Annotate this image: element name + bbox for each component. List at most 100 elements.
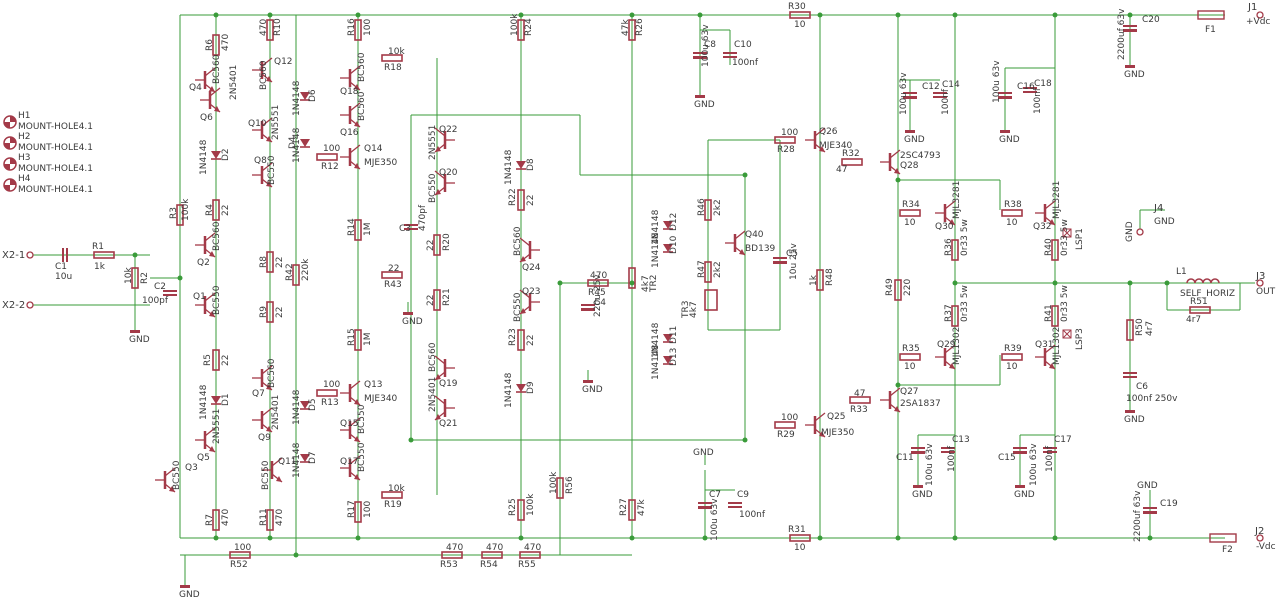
resistor-value: 0r33 5w — [960, 219, 970, 256]
connector-net: +Vdc — [1246, 17, 1270, 27]
resistor-ref: R50 — [1135, 318, 1145, 336]
resistor-r34 — [899, 209, 921, 217]
diode-d2 — [211, 151, 221, 160]
resistor-r40 — [1051, 239, 1059, 261]
ground-label: GND — [1124, 70, 1145, 80]
transistor-value: 2SC4793 — [900, 151, 941, 161]
transistor-q27 — [880, 387, 901, 413]
transistor-value: MJE340 — [819, 141, 853, 151]
mount-hole-ref: H1 — [18, 111, 31, 121]
resistor-r50 — [1126, 319, 1134, 341]
mount-hole-3 — [3, 157, 17, 171]
resistor-ref: R53 — [440, 560, 458, 570]
resistor-value: 0r33 5w — [1060, 285, 1070, 322]
resistor-r46 — [704, 199, 712, 221]
transistor-value: MJL3281 — [1052, 181, 1062, 219]
resistor-ref: R11 — [259, 508, 269, 526]
transistor-ref: Q17 — [340, 457, 359, 467]
resistor-r12 — [316, 153, 338, 161]
capacitor-ref: C2 — [154, 282, 166, 292]
diode-value: 1N4148 — [292, 442, 302, 478]
connector-ref: X2-1 — [2, 250, 25, 261]
capacitor-value: 100u 63v — [899, 72, 909, 115]
transistor-value: 2N5551 — [271, 105, 281, 140]
resistor-value: 22 — [426, 240, 436, 251]
capacitor-value: 100nf — [739, 510, 766, 520]
resistor-value: 100k — [181, 198, 191, 221]
resistor-r13 — [316, 389, 338, 397]
transistor-q4 — [195, 67, 216, 93]
resistor-ref: R29 — [777, 430, 795, 440]
resistor-ref: R5 — [203, 354, 213, 366]
resistor-value: 470 — [275, 509, 285, 526]
transistor-q14 — [340, 144, 361, 170]
resistor-value: 470 — [259, 19, 269, 36]
resistor-ref: R34 — [902, 200, 920, 210]
resistor-r6 — [212, 34, 220, 56]
transistor-ref: Q29 — [937, 340, 956, 350]
resistor-value: 0r33 5w — [960, 285, 970, 322]
transistor-q1 — [195, 292, 216, 318]
resistor-r37 — [951, 305, 959, 327]
resistor-ref: R14 — [347, 218, 357, 236]
resistor-value: 4r7 — [1145, 321, 1155, 336]
capacitor-c9 — [728, 502, 742, 508]
capacitor-value: 100nf — [732, 58, 759, 68]
resistor-ref: R33 — [850, 405, 868, 415]
resistor-value: 22 — [388, 264, 399, 274]
diode-value: 1N4148 — [651, 232, 661, 268]
transistor-ref: Q28 — [900, 161, 919, 171]
capacitor-c1 — [62, 248, 68, 262]
transistor-q15 — [340, 417, 361, 443]
transistor-q9 — [252, 407, 273, 433]
capacitor-ref: C15 — [998, 453, 1016, 463]
capacitor-c3 — [404, 224, 418, 230]
capacitor-ref: C7 — [709, 490, 721, 500]
transistor-ref: Q2 — [197, 258, 210, 268]
transistor-q20 — [434, 170, 455, 196]
resistor-value: 100 — [781, 413, 798, 423]
resistor-ref: R24 — [524, 18, 534, 36]
diode-d1 — [211, 396, 221, 405]
ground-label: GND — [693, 448, 714, 458]
resistor-r4 — [212, 199, 220, 221]
wire-net — [30, 14, 1255, 585]
resistor-value: 22 — [426, 295, 436, 306]
transistor-value: BD139 — [745, 244, 776, 254]
resistor-ref: R46 — [697, 198, 707, 216]
capacitor-c19 — [1143, 507, 1157, 514]
resistor-r1 — [93, 251, 115, 259]
transistor-value: BC560 — [513, 226, 523, 256]
capacitor-ref: C14 — [942, 80, 960, 90]
resistor-value: 470 — [486, 543, 503, 553]
connector-ref: J1 — [1247, 2, 1257, 13]
transistor-q31 — [1035, 344, 1056, 370]
transistor-ref: Q7 — [252, 389, 265, 399]
speaker-lsp1 — [1062, 228, 1072, 238]
transistor-value: BC560 — [212, 221, 222, 251]
transistor-ref: Q14 — [364, 144, 383, 154]
fuse-ref: F2 — [1222, 545, 1233, 555]
ground-symbol — [583, 370, 593, 383]
ground-label: GND — [1124, 415, 1145, 425]
resistor-r21 — [433, 289, 441, 311]
trimmer-tr2 — [628, 267, 636, 289]
resistor-r36 — [951, 239, 959, 261]
diode-value: 1N4148 — [199, 139, 209, 175]
resistor-value: 2k2 — [713, 199, 723, 216]
resistor-r45 — [587, 279, 609, 287]
resistor-value: 4r7 — [1186, 315, 1201, 325]
transistor-ref: Q19 — [439, 379, 458, 389]
transistor-value: BC550 — [212, 285, 222, 315]
capacitor-c15 — [1013, 447, 1027, 454]
resistor-ref: R18 — [384, 63, 402, 73]
resistor-ref: R19 — [384, 500, 402, 510]
diode-ref: D1 — [221, 393, 231, 406]
capacitor-c18 — [1023, 87, 1037, 93]
transistor-q18 — [340, 65, 361, 91]
resistor-value: 10 — [794, 20, 806, 30]
ground-symbol — [180, 575, 190, 588]
resistor-r47 — [704, 261, 712, 283]
mount-hole-1 — [3, 115, 17, 129]
speaker-ref: LSP1 — [1075, 228, 1085, 250]
